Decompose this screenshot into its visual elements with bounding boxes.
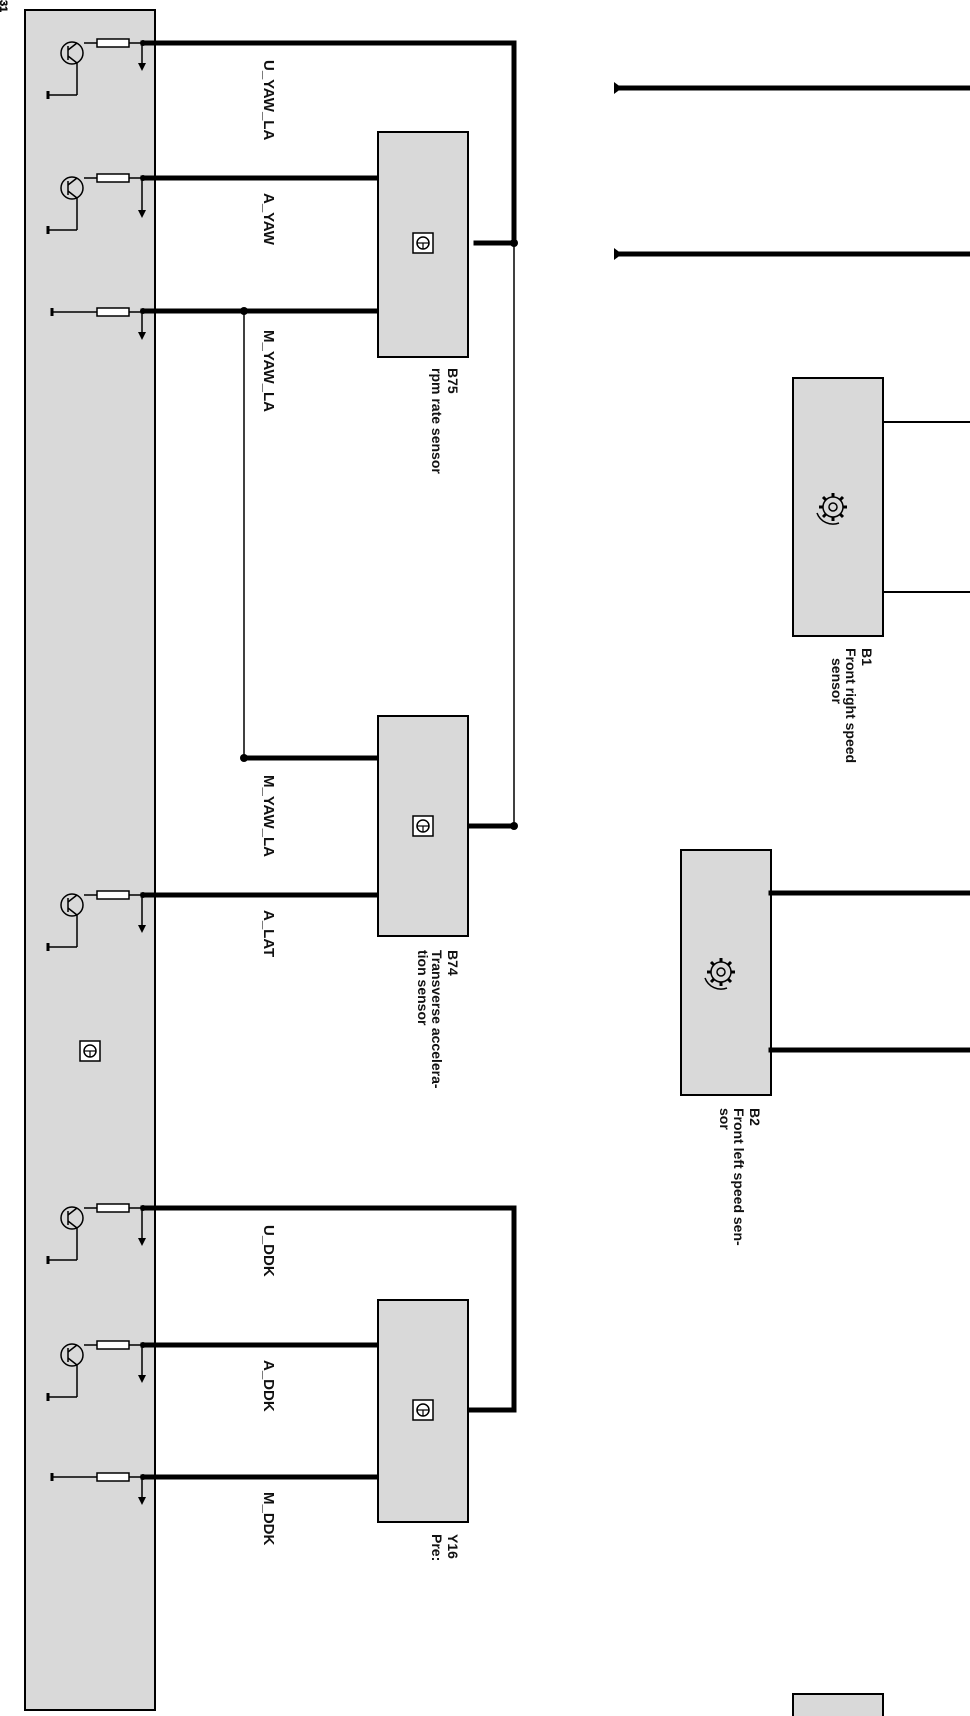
junction-dot	[240, 307, 248, 315]
signal-label-u-yaw-la: U_YAW_LA	[260, 60, 277, 140]
signal-label-m-ddk: M_DDK	[260, 1492, 277, 1546]
junction-dot	[140, 1474, 146, 1480]
component-code-b74: B74	[445, 950, 461, 976]
acceleration-sensor-icon	[412, 815, 434, 837]
control-module	[24, 9, 156, 1711]
signal-label-a-lat: A_LAT	[260, 910, 277, 957]
component-code-b1: B1	[859, 648, 875, 666]
component-desc-b74-line2: tion sensor	[415, 950, 431, 1026]
ground-label: 31	[0, 0, 9, 12]
component-code-b75: B75	[445, 368, 461, 394]
transistor-driver-icon	[46, 890, 146, 951]
signal-label-u-ddk: U_DDK	[260, 1225, 277, 1277]
component-partial	[792, 1693, 884, 1716]
junction-dot	[240, 754, 248, 762]
ground-label: 31	[0, 0, 9, 12]
junction-dot	[140, 40, 146, 46]
module-sensor-icon	[79, 1040, 101, 1062]
ground-label: 31	[0, 0, 9, 12]
junction-dot	[140, 308, 146, 314]
junction-dot	[140, 892, 146, 898]
ground-label: 31	[0, 0, 9, 12]
ground-resistor-icon	[50, 307, 146, 340]
junction-dot	[510, 239, 518, 247]
component-code-b2: B2	[747, 1108, 763, 1126]
component-desc-b75: rpm rate sensor	[429, 368, 445, 474]
component-desc-y16: Pre:	[429, 1534, 445, 1561]
connector-arrow-icon	[614, 248, 622, 260]
pressure-sensor-icon	[412, 1399, 434, 1421]
junction-dot	[140, 175, 146, 181]
yaw-sensor-icon	[412, 232, 434, 254]
component-b2	[680, 849, 772, 1096]
wire-u-ddk	[140, 1205, 517, 1413]
junction-dot	[140, 1342, 146, 1348]
component-desc-b74-line1: Transverse accelera-	[429, 950, 445, 1089]
transistor-driver-icon	[46, 173, 146, 234]
transistor-driver-icon	[46, 38, 146, 99]
component-code-y16: Y16	[445, 1534, 461, 1559]
signal-label-a-yaw: A_YAW	[260, 193, 277, 246]
signal-label-m-yaw-la: M_YAW_LA	[260, 330, 277, 412]
signal-label-a-ddk: A_DDK	[260, 1360, 277, 1412]
signal-label-m-yaw-la-b74: M_YAW_LA	[260, 775, 277, 857]
component-desc-b2-line2: sor	[717, 1108, 733, 1130]
connector-arrow-icon	[614, 82, 622, 94]
component-desc-b2-line1: Front left speed sen-	[731, 1108, 747, 1246]
junction-dot	[510, 822, 518, 830]
ground-label: 31	[0, 0, 9, 12]
wire-u-yaw-la	[140, 40, 517, 246]
junction-dot	[140, 1205, 146, 1211]
ground-label: 31	[0, 0, 9, 12]
component-desc-b1-line1: Front right speed	[843, 648, 859, 763]
component-desc-b1-line2: sensor	[829, 658, 845, 704]
component-b1	[792, 377, 884, 637]
ground-label: 31	[0, 0, 9, 12]
transistor-driver-icon	[46, 1203, 146, 1264]
